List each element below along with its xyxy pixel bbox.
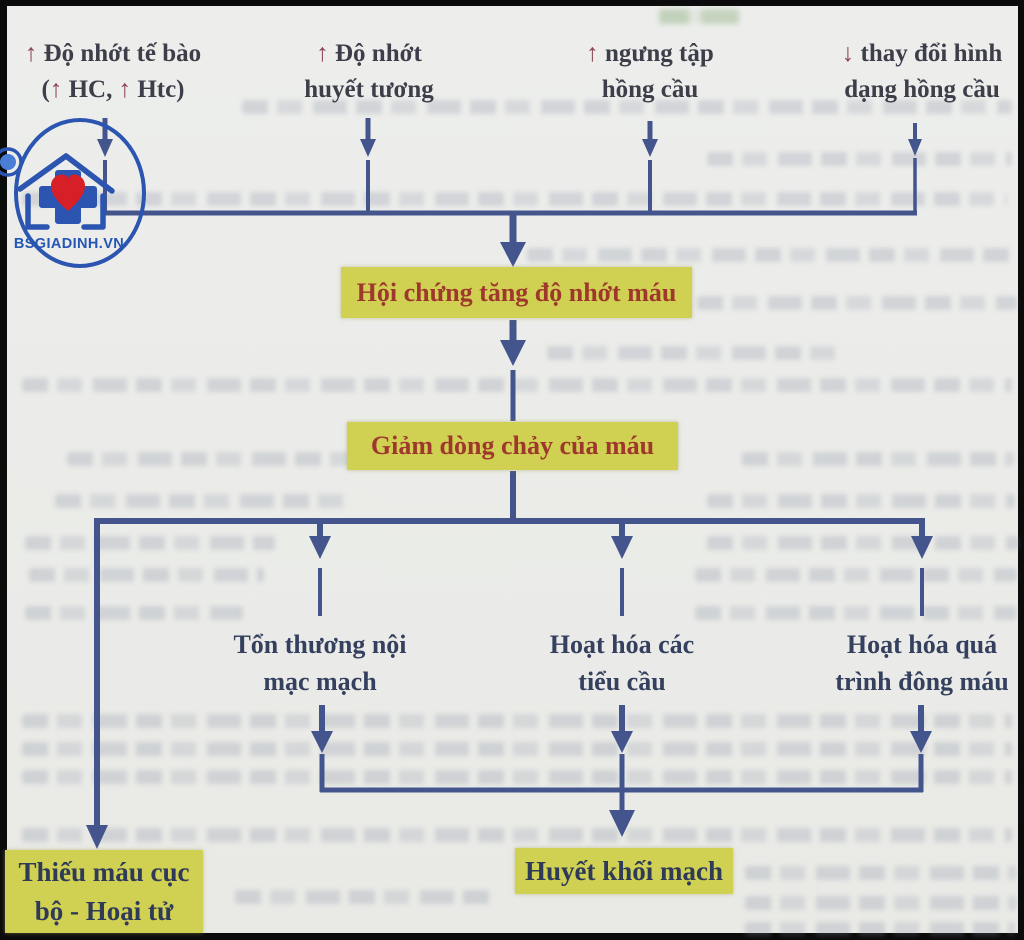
up-arrow-icon: ↑ xyxy=(24,40,38,67)
arrowheads xyxy=(86,139,933,849)
ghost-text-line xyxy=(745,866,1017,880)
cause-rbc-aggregation: ↑ ngưng tập hồng cầu xyxy=(556,36,744,108)
up-arrow-icon: ↑ xyxy=(586,40,599,67)
effect-platelet-activation: Hoạt hóa các tiểu cầu xyxy=(549,630,695,696)
effect-endothelial-damage: Tổn thương nội mạc mạch xyxy=(233,630,407,696)
cause-line1: ↓ thay đổi hình xyxy=(841,40,1003,67)
ghost-text-line xyxy=(707,494,1015,508)
logo-edge-dot-fill xyxy=(0,154,16,170)
ghost-text-line xyxy=(697,296,1017,310)
effect-coagulation-activation: Hoạt hóa quá trình đông máu xyxy=(835,630,1009,696)
ghost-text-line xyxy=(22,192,1007,206)
cause-line2: huyết tương xyxy=(304,76,434,103)
ghost-text-line xyxy=(707,536,1019,550)
bsgiadinh-watermark-logo: BSGIADINH.VN xyxy=(0,118,146,268)
ghost-text-line xyxy=(547,346,837,360)
cause-line1: ↑ Độ nhớt tế bào xyxy=(24,40,202,67)
logo-circle xyxy=(14,118,146,268)
cause-line2: (↑ HC, ↑ Htc) xyxy=(41,76,185,103)
ghost-text-line xyxy=(22,378,1012,392)
ghost-text-line xyxy=(22,770,1012,784)
cause-plasma-viscosity: ↑ Độ nhớt huyết tương xyxy=(278,36,460,108)
scanned-page xyxy=(7,6,1019,936)
ghost-text-line xyxy=(25,606,243,620)
cause-line1: ↑ ngưng tập xyxy=(586,40,714,67)
ghost-text-line xyxy=(707,152,1012,166)
ghost-text-line xyxy=(242,100,1012,114)
reduced-flow-box: Giảm dòng chảy của máu xyxy=(347,422,678,470)
ghost-text-line xyxy=(67,452,352,466)
cause-cell-viscosity: ↑ Độ nhớt tế bào (↑ HC, ↑ Htc) xyxy=(6,36,220,108)
logo-edge-dot xyxy=(0,147,23,177)
house-icon xyxy=(17,153,115,230)
ghost-text-line xyxy=(55,494,350,508)
cause-rbc-deformability: ↓ thay đổi hình dạng hồng cầu xyxy=(826,36,1018,108)
ghost-text-line xyxy=(695,568,1017,582)
syndrome-box: Hội chứng tăng độ nhớt máu xyxy=(341,267,692,318)
ischemia-necrosis-box: Thiếu máu cục bộ - Hoại tử xyxy=(5,850,203,933)
ghost-text-line xyxy=(745,922,1015,936)
ghost-text-line xyxy=(22,714,1012,728)
thrombosis-box: Huyết khối mạch xyxy=(515,848,733,894)
ghost-text-line xyxy=(235,890,490,904)
up-arrow-icon: ↑ xyxy=(316,40,329,67)
down-arrow-icon: ↓ xyxy=(841,40,855,67)
ghost-text-line xyxy=(695,606,1017,620)
logo-wordmark: BSGIADINH.VN xyxy=(14,236,124,252)
up-arrow-icon: ↑ xyxy=(49,76,63,103)
ghost-text-line xyxy=(527,248,1012,262)
ghost-text-line xyxy=(745,896,1017,910)
ghost-text-line xyxy=(22,828,1012,842)
ghost-text-line xyxy=(659,9,739,24)
ghost-text-line xyxy=(25,536,275,550)
ghost-text-line xyxy=(22,742,1012,756)
ghost-text-line xyxy=(29,568,264,582)
cause-line2: dạng hồng cầu xyxy=(844,76,1000,103)
connector-lines xyxy=(94,118,925,827)
cause-line1: ↑ Độ nhớt xyxy=(316,40,422,67)
ghost-text-line xyxy=(742,452,1014,466)
heart-icon xyxy=(51,174,85,211)
up-arrow-icon: ↑ xyxy=(118,76,132,103)
cause-line2: hồng cầu xyxy=(601,76,699,103)
